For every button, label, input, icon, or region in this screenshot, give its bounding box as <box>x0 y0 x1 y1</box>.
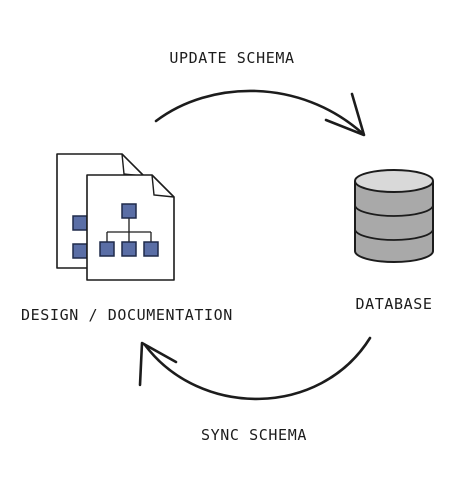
front-page-nodes <box>99 203 159 257</box>
db-band-1 <box>354 204 434 217</box>
sync-schema-label: SYNC SCHEMA <box>201 426 307 444</box>
design-documentation-label: DESIGN / DOCUMENTATION <box>21 306 233 324</box>
db-band-2 <box>354 228 434 241</box>
update-arrow-head <box>324 92 366 137</box>
db-body <box>354 181 434 263</box>
sync-arrow <box>138 336 372 401</box>
front-page <box>86 174 175 281</box>
db-top <box>354 169 434 193</box>
sync-arrow-head <box>138 341 178 387</box>
org-chart-icon <box>106 218 152 242</box>
database-cylinder-icon <box>354 169 434 263</box>
database-label: DATABASE <box>355 295 432 313</box>
document-stack-icon <box>56 153 175 281</box>
update-arrow-curve <box>154 89 364 135</box>
back-page-nodes <box>72 215 88 259</box>
update-schema-label: UPDATE SCHEMA <box>169 49 294 67</box>
sync-arrow-curve <box>143 336 372 401</box>
update-arrow <box>154 89 366 137</box>
